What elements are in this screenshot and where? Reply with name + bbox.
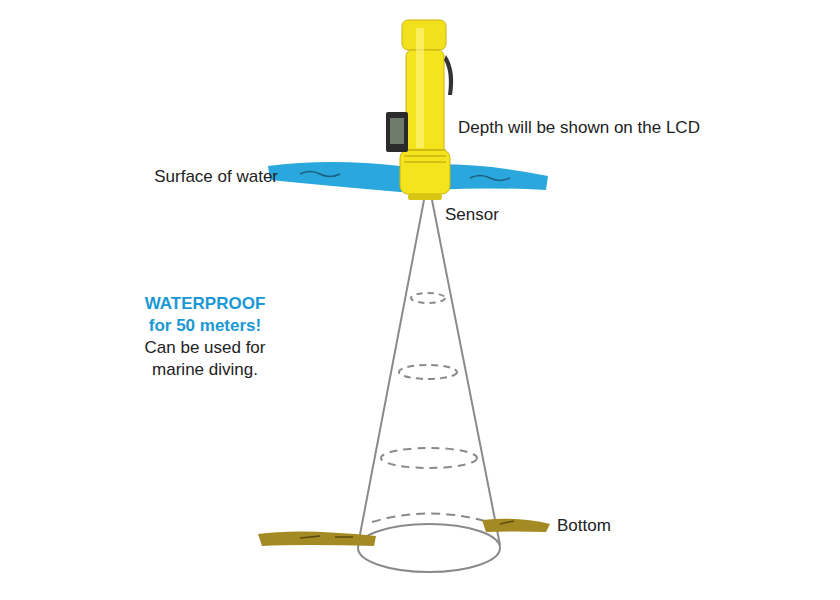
- sea-bottom: [258, 519, 550, 546]
- diving-note: Can be used for marine diving.: [137, 337, 273, 381]
- sonar-cone: [358, 200, 500, 572]
- sensor-label: Sensor: [445, 204, 545, 226]
- waterproof-note: WATERPROOF for 50 meters!: [134, 293, 276, 337]
- bottom-label: Bottom: [557, 515, 657, 537]
- depth-sounder-device: [386, 20, 453, 200]
- surface-label: Surface of water: [120, 166, 278, 188]
- lcd-note: Depth will be shown on the LCD: [458, 117, 758, 139]
